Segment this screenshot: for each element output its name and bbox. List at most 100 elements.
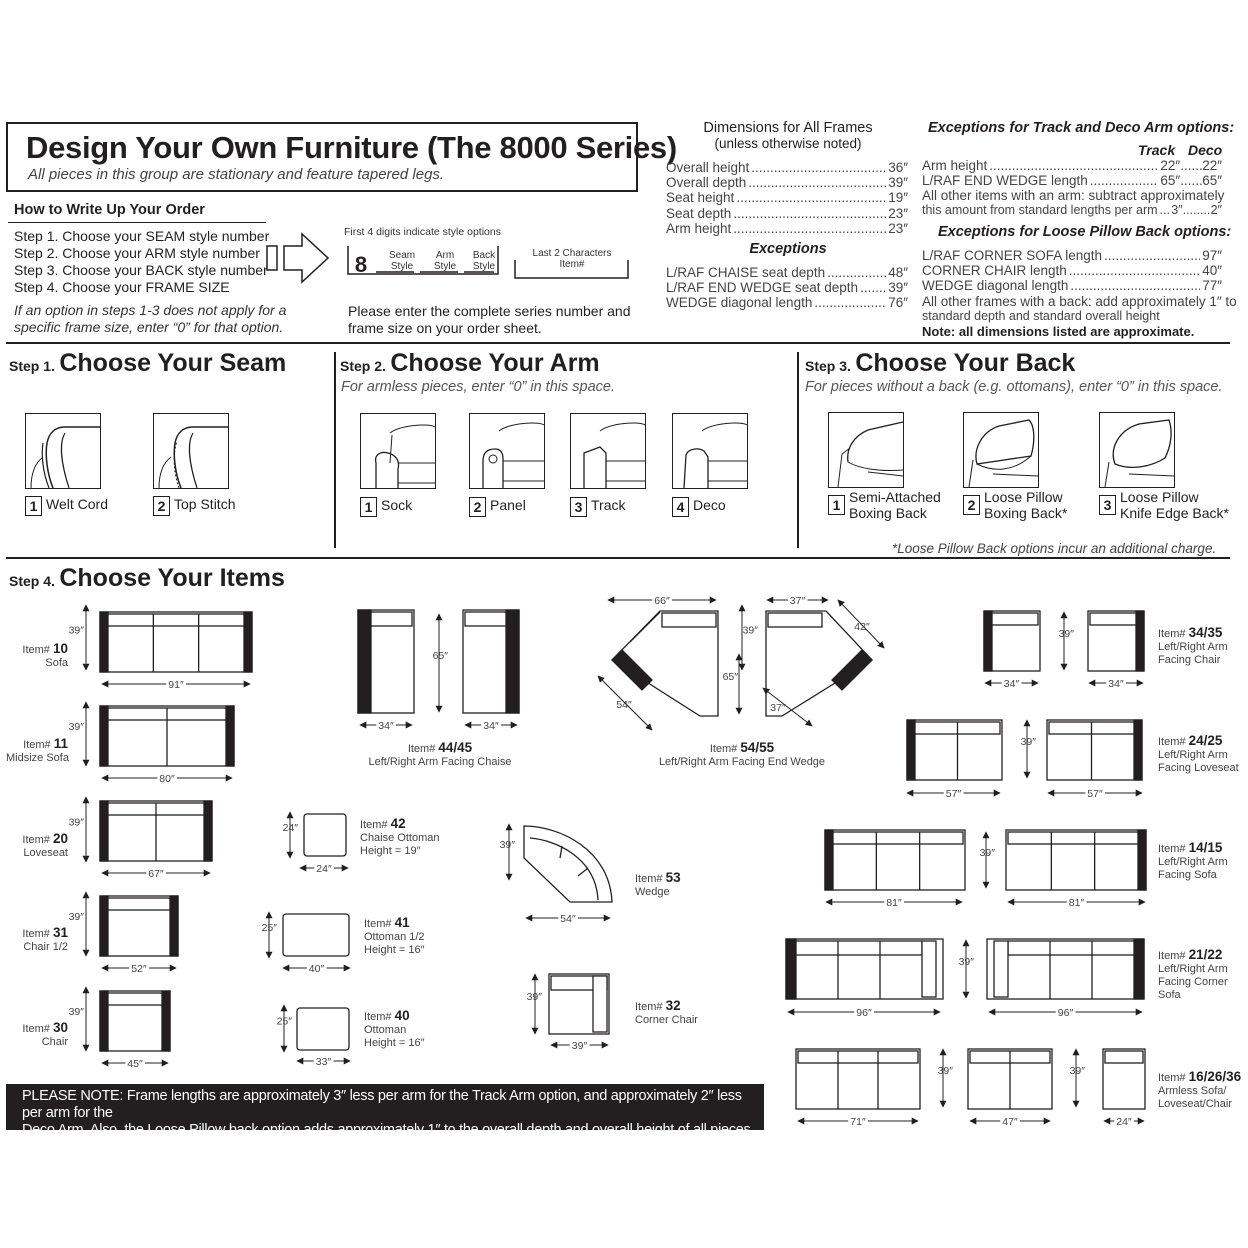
item-55-diagonal — [762, 687, 813, 727]
item-26-drawing — [967, 1048, 1053, 1110]
item-16-drawing — [795, 1048, 921, 1110]
item-24-25-depth-label: 39″ — [1021, 736, 1037, 748]
page-title: Design Your Own Furniture (The 8000 Seri… — [26, 130, 677, 165]
item-40-drawing — [296, 1007, 350, 1051]
item-42-width-label: 24″ — [316, 863, 332, 875]
track-deco-other: All other items with an arm: subtract ap… — [922, 188, 1225, 203]
item-54-diagonal — [597, 675, 653, 731]
item-32-width-label: 39″ — [572, 1040, 588, 1052]
item-25-drawing — [1046, 719, 1143, 781]
item-24-drawing — [906, 719, 1003, 781]
write-up-note: If an option in steps 1-3 does not apply… — [14, 302, 286, 336]
arrow-right-icon — [266, 232, 330, 284]
track-arm-image — [570, 413, 646, 489]
step-divider — [797, 352, 799, 548]
welt-cord-seam-image — [25, 413, 101, 489]
item-16-depth-label: 39″ — [938, 1065, 954, 1077]
exceptions-list: L/RAF CHAISE seat depth48″ L/RAF END WED… — [666, 265, 908, 311]
loose-pillow-boxing-back-image — [963, 412, 1039, 488]
item-11-drawing — [99, 705, 235, 767]
deco-arm-image — [672, 413, 748, 489]
item-30-drawing — [99, 990, 171, 1052]
item-42-drawing — [303, 813, 347, 857]
item-24-width-label: 57″ — [946, 788, 962, 800]
loose-pillow-knife-edge-back-image — [1099, 412, 1175, 488]
item-41-width-label: 40″ — [309, 963, 325, 975]
loose-pillow-list: L/RAF CORNER SOFA length97″ CORNER CHAIR… — [922, 248, 1237, 340]
item-34-width-label: 34″ — [1004, 678, 1020, 690]
item-42-depth-label: 24″ — [283, 822, 299, 834]
back-options-footnote: *Loose Pillow Back options incur an addi… — [892, 541, 1217, 556]
item-10-depth-label: 39″ — [69, 625, 85, 637]
panel-arm-image — [469, 413, 545, 489]
footer-note-line: PLEASE NOTE: Frame lengths are approxima… — [22, 1088, 742, 1121]
item-40-depth-label: 25″ — [277, 1016, 293, 1028]
sock-arm-image — [360, 413, 436, 489]
dimension-row: Seat height19″ — [666, 190, 908, 205]
item-30-depth-label: 39″ — [69, 1006, 85, 1018]
item-34-drawing — [983, 610, 1041, 672]
item-54-width-label: 66″ — [654, 595, 670, 607]
item-22-width-label: 96″ — [1058, 1007, 1074, 1019]
write-up-heading: How to Write Up Your Order — [14, 202, 205, 218]
write-up-divider — [8, 222, 266, 223]
step-divider — [334, 352, 336, 548]
dimension-row: Overall depth39″ — [666, 175, 908, 190]
item-34-35-depth-label: 39″ — [1059, 628, 1075, 640]
track-deco-row: L/RAF END WEDGE length..................… — [922, 173, 1222, 188]
item-15-drawing — [1005, 829, 1147, 891]
item-30-width-label: 45″ — [127, 1058, 143, 1070]
write-up-step: Step 4. Choose your FRAME SIZE — [14, 279, 230, 295]
top-stitch-seam-image — [153, 413, 229, 489]
step3-subtitle: For pieces without a back (e.g. ottomans… — [805, 379, 1223, 395]
exception-row: WEDGE diagonal length76″ — [666, 295, 908, 310]
track-deco-heading: Exceptions for Track and Deco Arm option… — [928, 120, 1235, 136]
write-up-step: Step 1. Choose your SEAM style number — [14, 228, 270, 244]
item-20-width-label: 67″ — [148, 868, 164, 880]
item-22-drawing — [986, 938, 1145, 1000]
item-55-width-label: 37″ — [790, 595, 806, 607]
item-21-drawing — [785, 938, 944, 1000]
item-35-width-label: 34″ — [1108, 678, 1124, 690]
item-45-width-label: 34″ — [483, 720, 499, 732]
exception-row: L/RAF END WEDGE seat depth39″ — [666, 280, 908, 295]
section-divider — [6, 342, 1230, 344]
item-code-blank — [514, 260, 629, 279]
step4-heading: Step 4. Choose Your Items — [9, 564, 285, 592]
item-14-width-label: 81″ — [886, 897, 902, 909]
item-41-depth-label: 25″ — [262, 922, 278, 934]
item-55-diagonal-2 — [837, 599, 885, 649]
item-10-width-label: 91″ — [168, 679, 184, 691]
style-code-instructions: Please enter the complete series number … — [348, 303, 631, 336]
exception-row: L/RAF CHAISE seat depth48″ — [666, 265, 908, 280]
semi-attached-back-image — [828, 412, 904, 488]
write-up-steps: Step 1. Choose your SEAM style number St… — [14, 228, 269, 296]
write-up-step: Step 2. Choose your ARM style number — [14, 245, 260, 261]
loose-pillow-row: L/RAF CORNER SOFA length97″ — [922, 248, 1222, 263]
item-44-45-depth-label: 65″ — [433, 650, 449, 662]
loose-pillow-row: WEDGE diagonal length77″ — [922, 278, 1222, 293]
item-32-drawing — [548, 973, 610, 1035]
item-21-width-label: 96″ — [856, 1007, 872, 1019]
item-41-drawing — [282, 913, 350, 957]
item-55-diagonal-2-label: 42″ — [854, 621, 870, 633]
